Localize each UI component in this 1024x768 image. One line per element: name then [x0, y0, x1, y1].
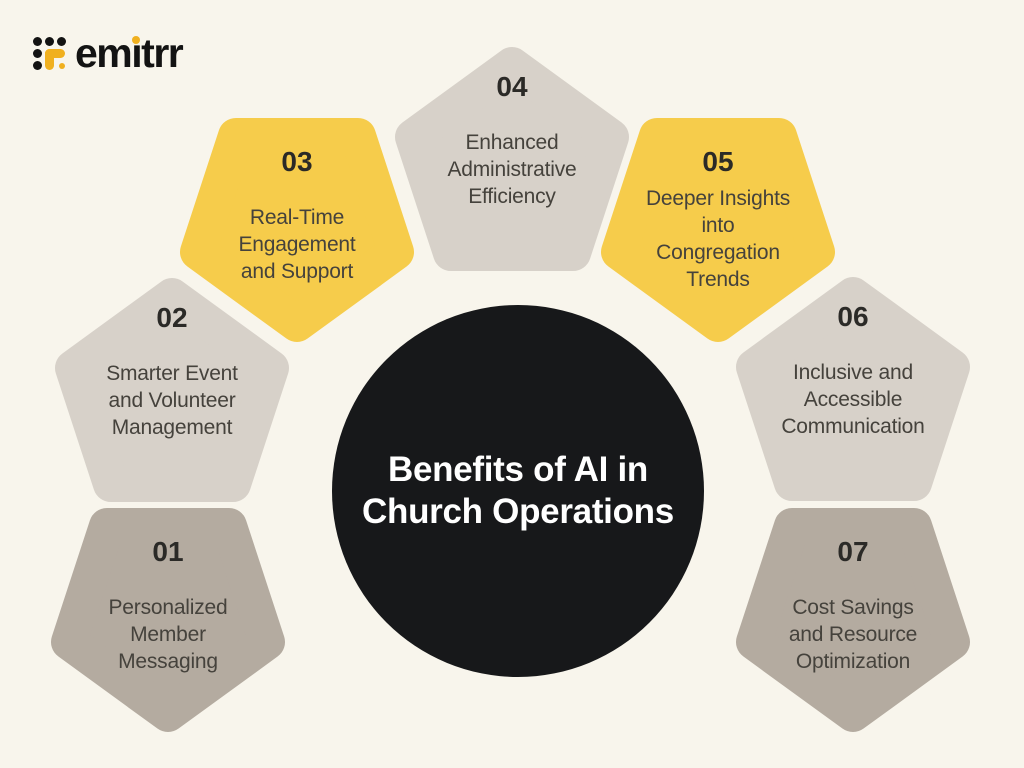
logo-dot	[33, 49, 42, 58]
logo-letter-i: ı	[131, 30, 142, 76]
benefit-label: Real-Time Engagement and Support	[238, 206, 356, 283]
pentagon-content: 06 Inclusive and Accessible Communicatio…	[735, 275, 971, 499]
pentagon-shape	[51, 508, 285, 732]
benefit-label: Personalized Member Messaging	[108, 596, 228, 673]
benefit-pentagon-04: 04 Enhanced Administrative Efficiency	[394, 45, 630, 271]
benefit-pentagon-06: 06 Inclusive and Accessible Communicatio…	[735, 275, 971, 501]
pentagon-shape	[180, 118, 414, 342]
benefit-number: 04	[496, 71, 528, 102]
benefit-pentagon-02: 02 Smarter Event and Volunteer Managemen…	[54, 276, 290, 502]
pentagon-shape	[395, 47, 629, 271]
emitrr-logo-icon	[33, 37, 66, 70]
pentagon-shape	[736, 508, 970, 732]
pentagon-content: 07 Cost Savings and Resource Optimizatio…	[735, 510, 971, 734]
center-title-line2: Church Operations	[362, 492, 674, 531]
benefit-pentagon-05: 05 Deeper Insights into Congregation Tre…	[600, 118, 836, 344]
pentagon-content: 02 Smarter Event and Volunteer Managemen…	[54, 276, 290, 500]
logo-dot	[33, 37, 42, 46]
benefit-pentagon-07: 07 Cost Savings and Resource Optimizatio…	[735, 508, 971, 734]
benefit-number: 06	[837, 301, 869, 332]
benefit-number: 03	[281, 146, 313, 177]
pentagon-shape	[736, 277, 970, 501]
benefit-pentagon-01: 01 Personalized Member Messaging	[50, 508, 286, 734]
logo-text-part: trr	[141, 30, 184, 76]
logo-dot	[57, 37, 66, 46]
logo-r-stem	[45, 49, 54, 70]
logo-dot	[33, 61, 42, 70]
logo-yellow-dot	[59, 63, 65, 69]
benefit-label: Smarter Event and Volunteer Management	[106, 362, 238, 439]
benefit-number: 07	[837, 536, 869, 567]
benefit-number: 05	[702, 146, 734, 177]
benefit-label: Cost Savings and Resource Optimization	[788, 596, 918, 673]
pentagon-shape	[601, 118, 835, 342]
pentagon-shape	[55, 278, 289, 502]
pentagon-content: 03 Real-Time Engagement and Support	[179, 120, 415, 344]
benefit-number: 01	[152, 536, 184, 567]
logo-dot	[45, 37, 54, 46]
center-title-line1: Benefits of AI in	[388, 450, 648, 489]
pentagon-content: 05 Deeper Insights into Congregation Tre…	[600, 120, 836, 344]
pentagon-content: 01 Personalized Member Messaging	[50, 510, 286, 734]
benefit-label: Deeper Insights into Congregation Trends	[645, 187, 791, 291]
logo-i-tittle	[132, 36, 141, 44]
pentagon-content: 04 Enhanced Administrative Efficiency	[394, 45, 630, 269]
center-circle: Benefits of AI in Church Operations	[332, 305, 704, 677]
benefit-label: Enhanced Administrative Efficiency	[447, 131, 577, 208]
logo-text-part: em	[75, 30, 133, 76]
logo-r-arm	[45, 49, 65, 58]
benefit-number: 02	[156, 302, 188, 333]
benefit-label: Inclusive and Accessible Communication	[781, 361, 925, 438]
benefit-pentagon-03: 03 Real-Time Engagement and Support	[179, 118, 415, 344]
